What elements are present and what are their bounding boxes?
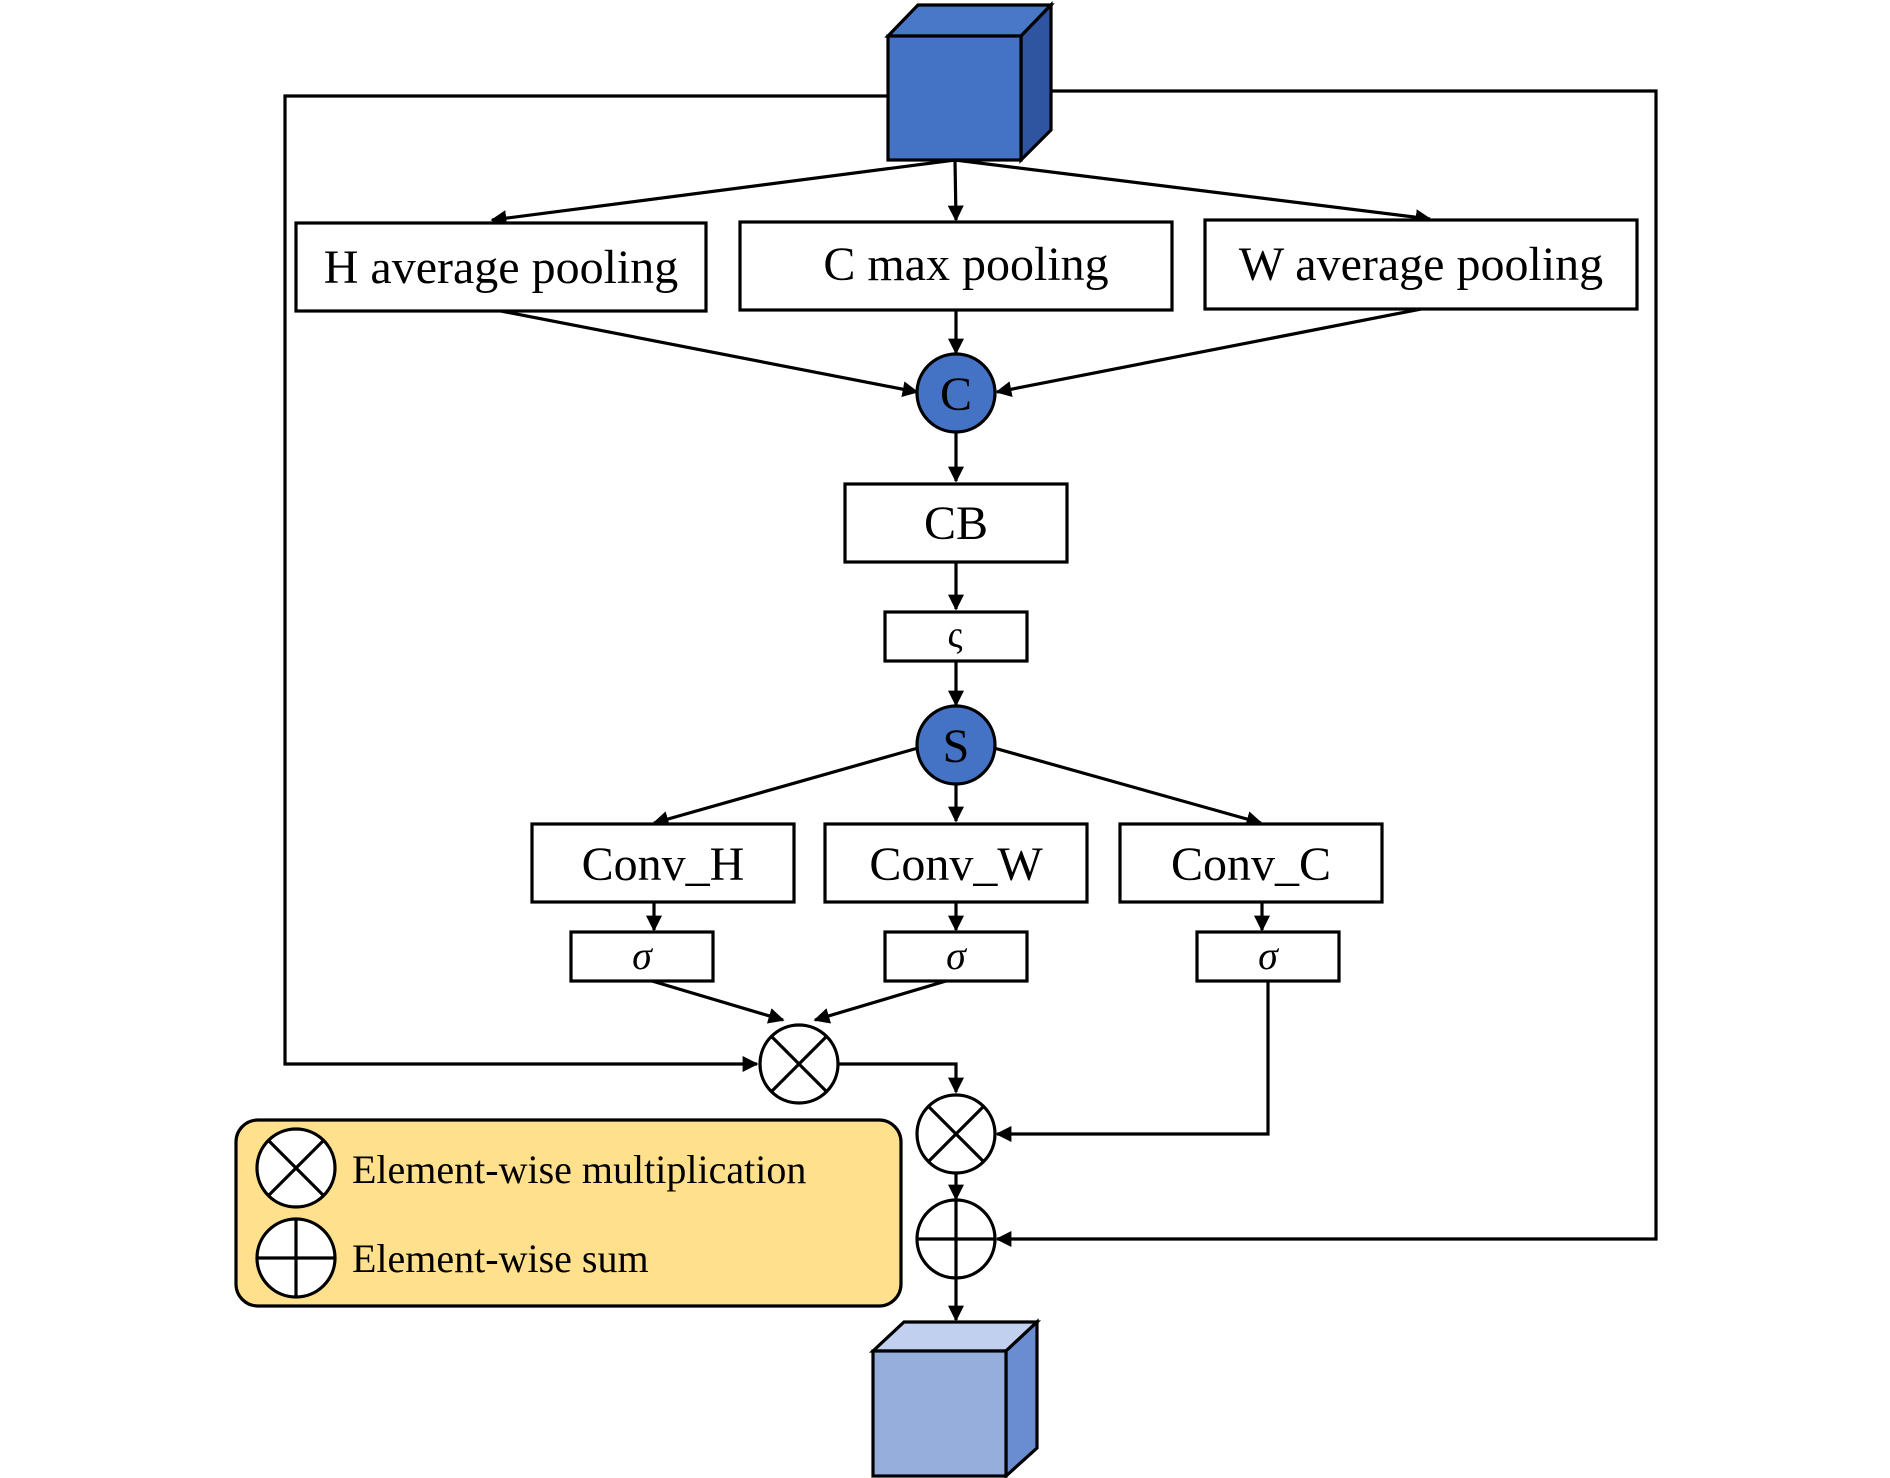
right-skip-connection <box>995 89 1658 1247</box>
left-skip-connection <box>283 94 888 1072</box>
arrow-input-to-h-pool <box>490 158 956 227</box>
input-feature-cube <box>884 1 1055 164</box>
legend: Element-wise multiplication Element-wise… <box>234 1118 903 1308</box>
arrow-input-to-c-pool <box>947 159 964 222</box>
concat-label: C <box>940 368 972 421</box>
conv-w-box: Conv_W <box>823 822 1089 904</box>
legend-sum-label: Element-wise sum <box>352 1236 649 1281</box>
arrow-split-to-conv-c <box>993 746 1263 827</box>
w-pool-label: W average pooling <box>1239 238 1603 291</box>
sigma-box-h: σ <box>569 930 715 983</box>
sigma-h-label: σ <box>632 933 653 978</box>
output-cube-front <box>871 1349 1008 1478</box>
conv-h-label: Conv_H <box>582 838 745 891</box>
output-cube-side <box>1004 1318 1039 1478</box>
input-cube-front <box>886 34 1023 162</box>
arrow-h-pool-to-concat <box>500 309 919 398</box>
h-pool-label: H average pooling <box>324 241 679 294</box>
zeta-label: ς <box>947 614 962 656</box>
split-node: S <box>915 704 997 786</box>
arrow-multiply1-to-multiply2 <box>838 1062 964 1094</box>
sigma-box-c: σ <box>1195 930 1341 983</box>
conv-c-box: Conv_C <box>1118 822 1384 904</box>
h-average-pooling-box: H average pooling <box>294 221 708 313</box>
cb-box: CB <box>843 482 1069 564</box>
legend-sum-icon <box>255 1217 337 1299</box>
cb-label: CB <box>924 497 988 550</box>
arrow-input-to-w-pool <box>954 158 1432 226</box>
conv-w-label: Conv_W <box>869 838 1043 891</box>
sigma-box-w: σ <box>883 930 1029 983</box>
output-feature-cube <box>868 1318 1042 1478</box>
conv-c-label: Conv_C <box>1171 838 1331 891</box>
w-average-pooling-box: W average pooling <box>1203 218 1639 311</box>
zeta-activation-box: ς <box>883 610 1029 663</box>
arrow-w-pool-to-concat <box>995 307 1422 398</box>
legend-panel <box>234 1118 903 1308</box>
legend-multiply-label: Element-wise multiplication <box>352 1147 806 1192</box>
concat-node: C <box>915 352 997 434</box>
c-max-pooling-box: C max pooling <box>738 220 1174 312</box>
arrow-sigma-c-to-multiply2 <box>995 981 1270 1142</box>
split-label: S <box>943 720 970 773</box>
legend-multiply-icon <box>255 1127 337 1209</box>
sum-node <box>915 1198 997 1280</box>
conv-h-box: Conv_H <box>530 822 796 904</box>
arrow-split-to-conv-h <box>652 746 919 827</box>
arrow-sigma-w-to-multiply <box>813 979 947 1024</box>
multiply-node-2 <box>915 1093 997 1175</box>
sigma-w-label: σ <box>946 933 967 978</box>
c-pool-label: C max pooling <box>823 238 1108 291</box>
multiply-node-1 <box>758 1023 840 1105</box>
sigma-c-label: σ <box>1258 933 1279 978</box>
arrow-sigma-h-to-multiply <box>651 979 785 1024</box>
